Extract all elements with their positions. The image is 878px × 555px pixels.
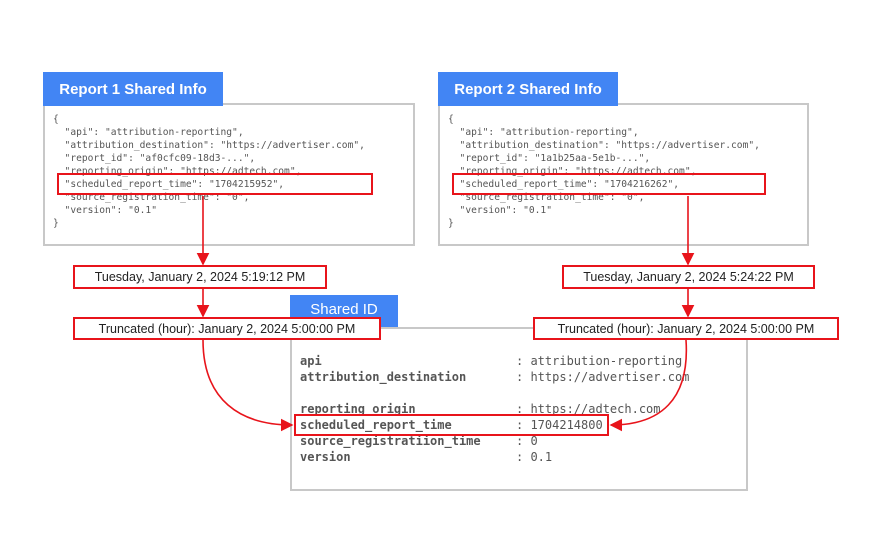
- json-line: {: [448, 114, 454, 125]
- json-line: "reporting_origin": "https://adtech.com"…: [53, 166, 302, 177]
- report-2-date: Tuesday, January 2, 2024 5:24:22 PM: [562, 265, 815, 289]
- json-line: "reporting_origin": "https://adtech.com"…: [448, 166, 697, 177]
- json-line: "scheduled_report_time": "1704215952",: [53, 179, 285, 190]
- field-row: api: attribution-reporting: [300, 354, 683, 368]
- json-line: "scheduled_report_time": "1704216262",: [448, 179, 680, 190]
- json-line: {: [53, 114, 59, 125]
- json-line: }: [448, 218, 454, 229]
- arrow-r2-trunc-to-shared: [609, 339, 688, 432]
- report-1-title: Report 1 Shared Info: [43, 72, 223, 106]
- field-row: version: 0.1: [300, 450, 553, 464]
- field-row: attribution_destination: https://adverti…: [300, 370, 690, 384]
- json-line: "version": "0.1": [53, 205, 157, 216]
- report-1-truncated: Truncated (hour): January 2, 2024 5:00:0…: [73, 317, 381, 340]
- json-line: "report_id": "af0cfc09-18d3-...",: [53, 153, 256, 164]
- shared-id-box: api: attribution-reporting attribution_d…: [290, 327, 748, 491]
- report-1-json: { "api": "attribution-reporting", "attri…: [45, 105, 413, 230]
- json-line: }: [53, 218, 59, 229]
- json-line: "attribution_destination": "https://adve…: [53, 140, 365, 151]
- report-2-title: Report 2 Shared Info: [438, 72, 618, 106]
- report-2-truncated: Truncated (hour): January 2, 2024 5:00:0…: [533, 317, 839, 340]
- json-line: "source_registration_time": "0",: [53, 192, 250, 203]
- shared-id-fields: api: attribution-reporting attribution_d…: [292, 329, 746, 465]
- json-line: "attribution_destination": "https://adve…: [448, 140, 760, 151]
- json-line: "source_registration_time": "0",: [448, 192, 645, 203]
- report-1-date: Tuesday, January 2, 2024 5:19:12 PM: [73, 265, 327, 289]
- report-2-json: { "api": "attribution-reporting", "attri…: [440, 105, 807, 230]
- json-line: "api": "attribution-reporting",: [53, 127, 244, 138]
- field-row: scheduled_report_time: 1704214800: [300, 418, 603, 432]
- field-row: source_registratiion_time: 0: [300, 434, 538, 448]
- json-line: "api": "attribution-reporting",: [448, 127, 639, 138]
- arrow-r1-trunc-to-shared: [202, 339, 294, 432]
- field-row: reporting_origin: https://adtech.com: [300, 402, 661, 416]
- json-line: "report_id": "1a1b25aa-5e1b-...",: [448, 153, 651, 164]
- json-line: "version": "0.1": [448, 205, 552, 216]
